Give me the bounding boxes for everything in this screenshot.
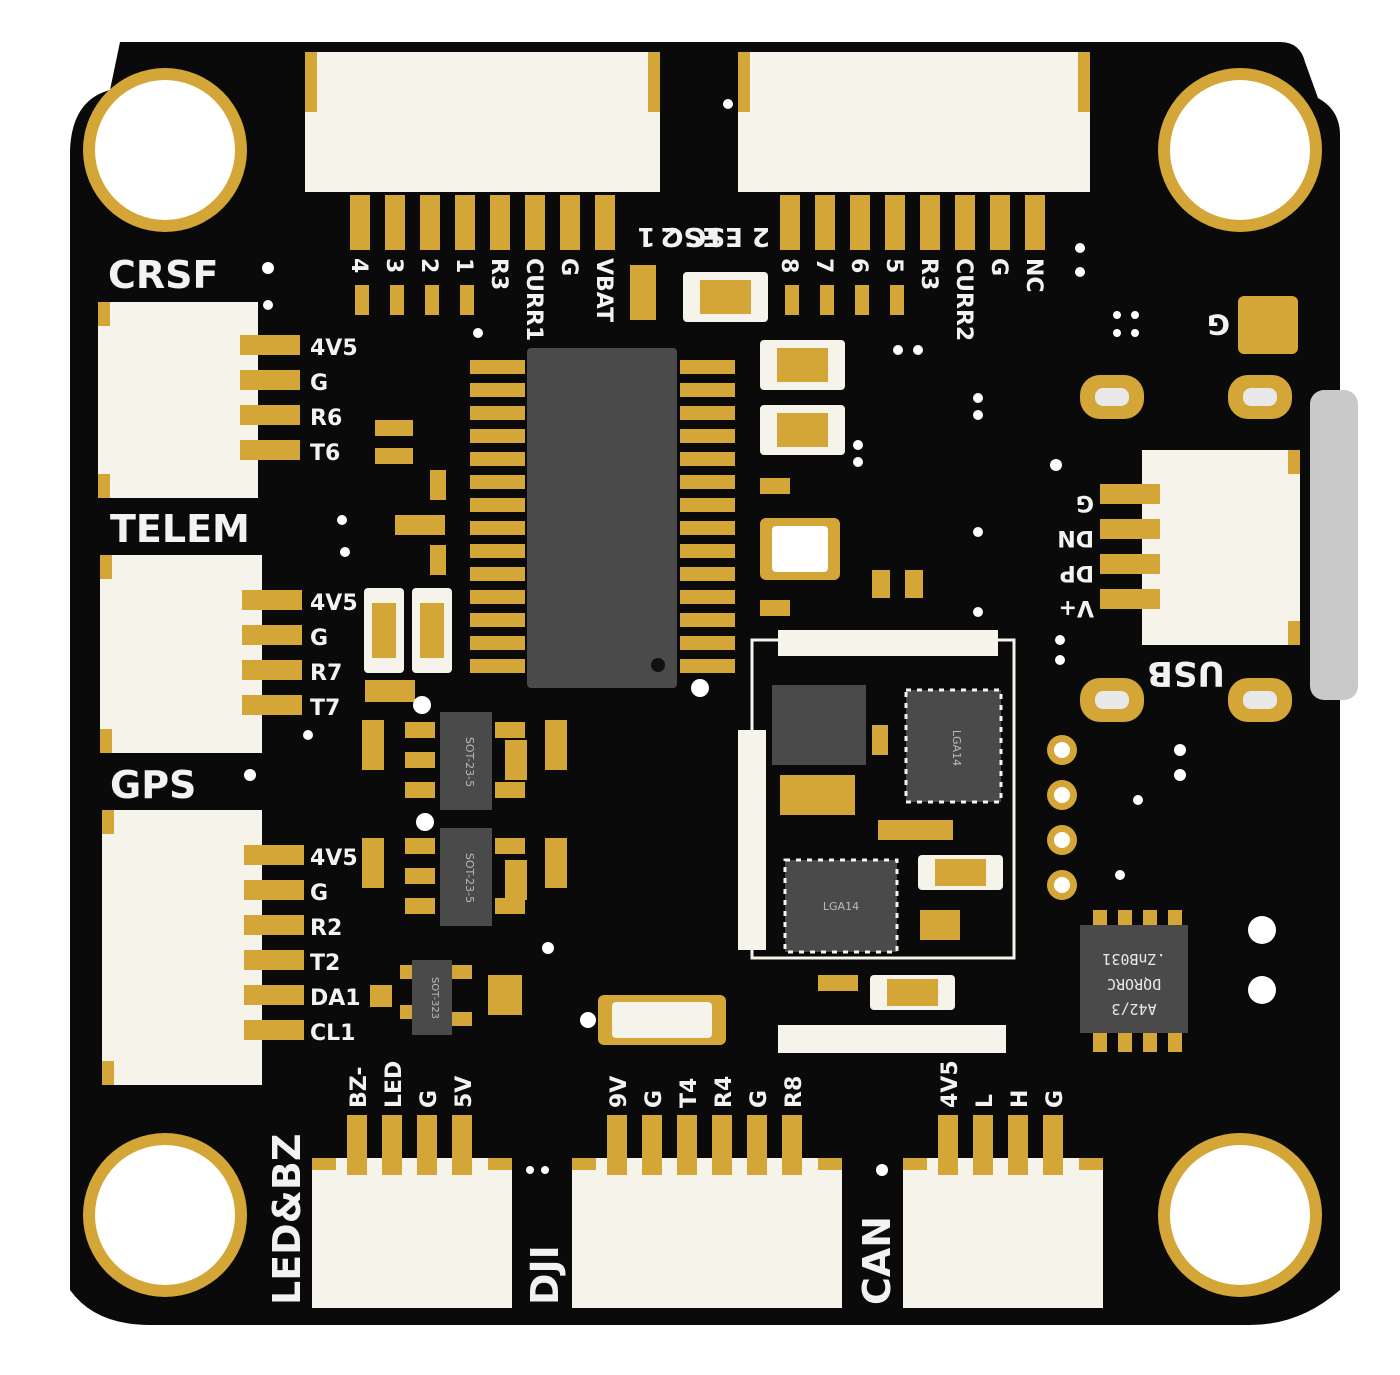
gps-pin-g: G <box>310 881 328 906</box>
bottom-crystal <box>598 995 726 1045</box>
dji-pin-9v: 9V <box>607 1076 632 1108</box>
usb-pin-dn: DN <box>1057 525 1094 550</box>
g-mark-label: G <box>1207 308 1230 341</box>
gps-label: GPS <box>110 763 196 807</box>
esc2-label: 2 ESC 2 <box>660 221 770 251</box>
dji-pin-g2: G <box>747 1090 772 1108</box>
esc2-connector <box>738 52 1090 250</box>
can-pin-h: H <box>1008 1090 1033 1108</box>
telem-pin-t7: T7 <box>310 696 340 721</box>
through-holes-column <box>1047 735 1276 1004</box>
regulator-sot323: SOT-323 <box>400 960 472 1035</box>
mcu-chip <box>470 348 735 688</box>
gps-pin-4v5: 4V5 <box>310 846 358 871</box>
esc1-pin-2: 2 <box>416 258 441 273</box>
led-bz-pin-5v: 5V <box>452 1076 477 1108</box>
esc1-connector <box>305 52 660 250</box>
gps-connector <box>102 810 304 1085</box>
sot3-label: SOT-323 <box>429 977 440 1019</box>
esc1-pin-vbat: VBAT <box>591 258 616 322</box>
esc2-pin-5: 5 <box>881 258 906 273</box>
telem-pin-g: G <box>310 626 328 651</box>
telem-connector <box>100 555 302 753</box>
usb-pin-vplus: V+ <box>1059 595 1094 620</box>
regulator-sot2: SOT-23-5 <box>405 828 525 926</box>
esc1-pin-1: 1 <box>451 258 476 273</box>
can-pin-l: L <box>973 1094 998 1108</box>
mounting-hole-br <box>1158 1133 1322 1297</box>
esc2-pin-6: 6 <box>846 258 871 273</box>
led-bz-pin-g: G <box>417 1090 442 1108</box>
gps-pin-da1: DA1 <box>310 986 361 1011</box>
esc2-pin-r3: R3 <box>916 258 941 290</box>
crsf-pin-g: G <box>310 371 328 396</box>
crsf-connector <box>98 302 300 498</box>
can-label: CAN <box>855 1216 899 1305</box>
led-bz-connector <box>312 1115 512 1308</box>
usb-port <box>1080 296 1358 722</box>
imu-chips: LGA14 LGA14 <box>738 630 1006 1053</box>
capacitors-top <box>364 272 1003 1010</box>
esc1-pin-r3: R3 <box>486 258 511 290</box>
imu1-label: LGA14 <box>823 900 859 913</box>
mounting-hole-tl <box>83 68 247 232</box>
sot2-label: SOT-23-5 <box>463 853 476 903</box>
gps-pin-r2: R2 <box>310 916 342 941</box>
gps-pin-cl1: CL1 <box>310 1021 355 1046</box>
smd-passives <box>355 265 960 1015</box>
baro-text-2: DQRORC <box>1107 975 1161 993</box>
gps-pin-t2: T2 <box>310 951 340 976</box>
led-bz-pin-led: LED <box>382 1061 407 1108</box>
telem-pin-4v5: 4V5 <box>310 591 358 616</box>
usb-pin-g: G <box>1076 490 1094 515</box>
led-bz-pin-bz: BZ- <box>347 1067 372 1108</box>
esc2-pin-nc: NC <box>1021 258 1046 293</box>
dji-pin-t4: T4 <box>677 1078 702 1108</box>
esc1-pin-curr1: CURR1 <box>521 258 546 341</box>
baro-chip: A42/3 DQRORC .ZnB031 <box>1080 910 1188 1052</box>
mounting-hole-bl <box>83 1133 247 1297</box>
dji-pin-r4: R4 <box>712 1076 737 1108</box>
led-bz-label: LED&BZ <box>265 1134 309 1305</box>
sot1-label: SOT-23-5 <box>463 737 476 787</box>
dji-pin-g1: G <box>642 1090 667 1108</box>
crsf-pin-t6: T6 <box>310 441 340 466</box>
imu2-label: LGA14 <box>950 730 963 766</box>
baro-text-3: .ZnB031 <box>1102 950 1165 968</box>
esc2-pin-curr2: CURR2 <box>951 258 976 341</box>
esc1-pin-4: 4 <box>346 258 371 273</box>
esc1-pin-3: 3 <box>381 258 406 273</box>
vias <box>244 99 1186 1176</box>
mounting-hole-tr <box>1158 68 1322 232</box>
can-connector <box>903 1115 1103 1308</box>
baro-text-1: A42/3 <box>1111 1000 1156 1018</box>
dji-label: DJI <box>523 1245 567 1305</box>
esc2-pin-8: 8 <box>776 258 801 273</box>
usb-label: USB <box>1147 653 1225 693</box>
crsf-label: CRSF <box>108 253 218 297</box>
can-pin-g: G <box>1043 1090 1068 1108</box>
dji-connector <box>572 1115 842 1308</box>
esc1-label: ESC 1 <box>637 221 720 251</box>
esc2-pin-g: G <box>986 258 1011 276</box>
can-pin-4v5: 4V5 <box>938 1060 963 1108</box>
esc1-pin-g: G <box>556 258 581 276</box>
crsf-pin-4v5: 4V5 <box>310 336 358 361</box>
telem-label: TELEM <box>110 507 250 551</box>
crystal-oscillator <box>760 518 840 580</box>
esc2-pin-7: 7 <box>811 258 836 273</box>
usb-pin-dp: DP <box>1060 560 1094 585</box>
crsf-pin-r6: R6 <box>310 406 342 431</box>
dji-pin-r8: R8 <box>782 1076 807 1108</box>
telem-pin-r7: R7 <box>310 661 342 686</box>
usb-connector <box>1100 450 1300 645</box>
